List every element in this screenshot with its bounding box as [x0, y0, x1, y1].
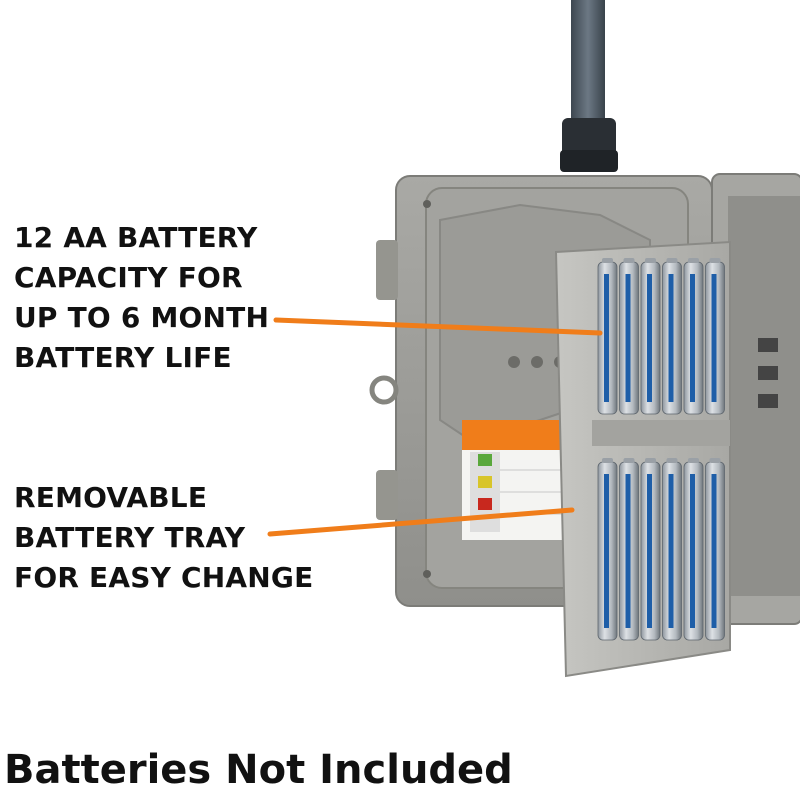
- battery-label-stripe: [604, 474, 609, 628]
- status-leds: [508, 356, 566, 368]
- battery-label-stripe: [668, 274, 674, 402]
- battery-terminal: [645, 258, 656, 263]
- callout-tray-line-1: REMOVABLE: [14, 481, 208, 514]
- battery-label-stripe: [625, 274, 631, 402]
- battery-label-stripe: [690, 474, 695, 628]
- callout-capacity-line-1: 12 AA BATTERY: [14, 221, 258, 254]
- battery-terminal: [666, 458, 678, 463]
- battery-label-stripe: [711, 274, 717, 402]
- batteries-not-included-notice: Batteries Not Included: [4, 747, 513, 793]
- battery-terminal: [709, 258, 721, 263]
- callout-tray-line-3: FOR EASY CHANGE: [14, 561, 314, 594]
- battery-terminal: [623, 258, 635, 263]
- callout-tray-line-2: BATTERY TRAY: [14, 521, 246, 554]
- battery-terminal: [623, 458, 635, 463]
- callout-capacity-line-4: BATTERY LIFE: [14, 341, 232, 374]
- leader-line-tray: [267, 507, 575, 537]
- callout-leaders: [267, 317, 603, 537]
- antenna-cable: [560, 0, 618, 172]
- battery-terminal: [688, 258, 699, 263]
- battery-terminal: [645, 458, 656, 463]
- battery-label-stripe: [647, 474, 652, 628]
- battery-terminal: [602, 458, 613, 463]
- battery-terminal: [602, 258, 613, 263]
- leader-line-capacity: [273, 317, 603, 336]
- battery-label-stripe: [690, 274, 695, 402]
- battery-terminal: [709, 458, 721, 463]
- battery-terminal: [666, 258, 678, 263]
- battery-terminal: [688, 458, 699, 463]
- callout-removable-tray: REMOVABLE BATTERY TRAY FOR EASY CHANGE: [14, 478, 313, 598]
- callout-capacity-line-2: CAPACITY FOR: [14, 261, 243, 294]
- callout-capacity: 12 AA BATTERY CAPACITY FOR UP TO 6 MONTH…: [14, 218, 269, 378]
- battery-label-stripe: [668, 474, 674, 628]
- battery-label-stripe: [625, 474, 631, 628]
- battery-group: [597, 258, 725, 641]
- battery-label-stripe: [711, 474, 717, 628]
- battery-label-stripe: [647, 274, 652, 402]
- callout-capacity-line-3: UP TO 6 MONTH: [14, 301, 270, 334]
- battery-label-stripe: [604, 274, 609, 402]
